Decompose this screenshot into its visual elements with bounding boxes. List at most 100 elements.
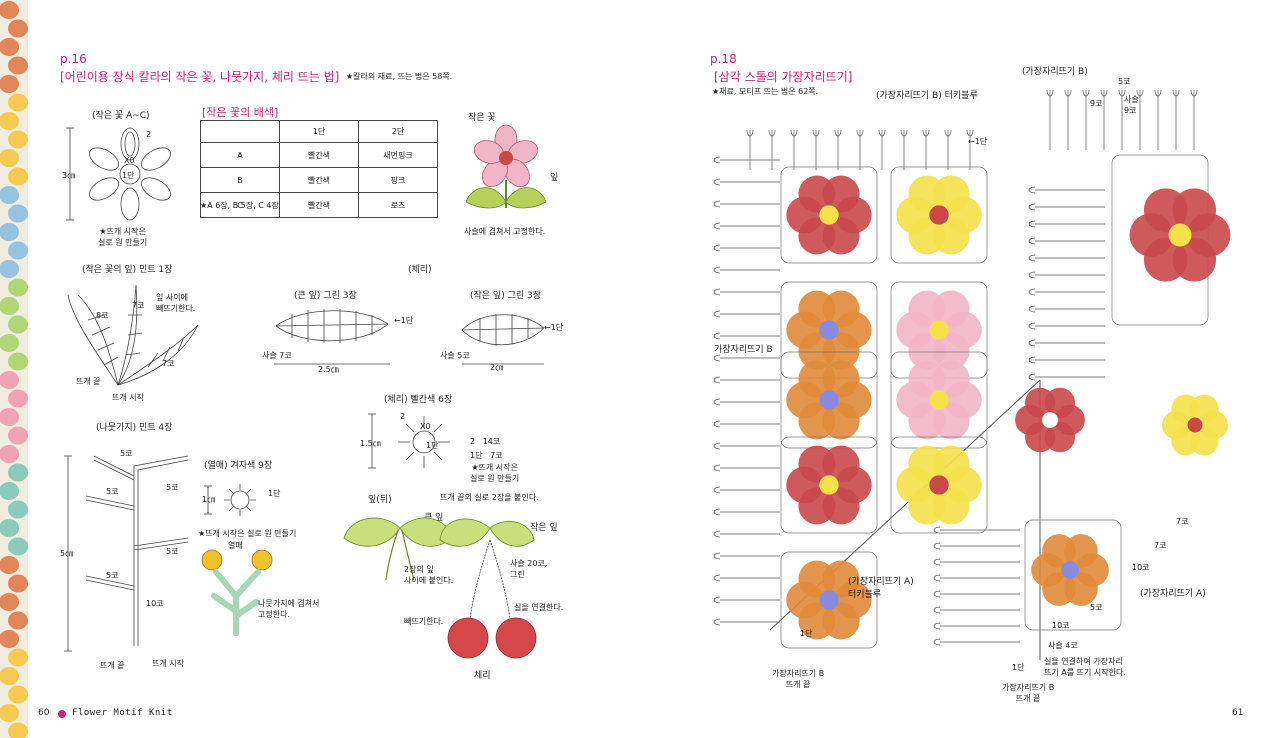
branch-label-10: 10코 xyxy=(146,599,164,608)
leaf-of-flower-chart xyxy=(67,284,199,386)
branch-label-5d: 5코 xyxy=(166,547,179,556)
color-table-header xyxy=(200,120,280,143)
berry-attach-note: 나뭇가지에 겹쳐서 고정한다. xyxy=(258,599,320,619)
edge-label-chain4: 사슬 4코 xyxy=(1048,641,1078,650)
small-flower-label-dan1: 1단 xyxy=(122,171,135,180)
table-cell: 빨간색 xyxy=(279,192,359,218)
motif-flower xyxy=(786,360,872,440)
footer-title: Flower Motif Knit xyxy=(72,708,173,718)
edge-b-label: (가장자리뜨기 B) xyxy=(1022,67,1088,77)
edge-label-5b: 5코 xyxy=(1090,603,1103,612)
branch-label-start: 뜨개 시작 xyxy=(152,659,184,668)
big-leaf-dan: ←1단 xyxy=(394,316,414,325)
big-leaf-chain: 사슬 7코 xyxy=(262,351,292,360)
branch-size: 5㎝ xyxy=(60,549,74,558)
table-row: A 빨간색 새먼핑크 xyxy=(200,142,438,168)
branch-label-5c: 5코 xyxy=(166,483,179,492)
cherry-connect: 실을 연결한다. xyxy=(514,603,564,612)
branch-label-5a: 5코 xyxy=(120,449,133,458)
edge-label-7b: 7코 xyxy=(1154,541,1167,550)
cherry-big-leaf-label: 큰 잎 xyxy=(424,513,444,523)
table-row: B 빨간색 핑크 xyxy=(200,167,438,193)
table-row: C 빨간색 로즈 xyxy=(200,192,438,218)
small-flower-label-2: 2 xyxy=(146,130,152,139)
small-flower-label-x0: X0 xyxy=(124,156,135,165)
edge-label-5: 5코 xyxy=(1118,77,1131,86)
table-cell: 빨간색 xyxy=(279,142,359,168)
cherry-note: ★뜨개 시작은 실로 원 만들기 xyxy=(470,463,520,483)
leaf-label-between: 잎 사이에 빼뜨기한다. xyxy=(156,293,196,313)
color-table-header: 2단 xyxy=(358,120,438,143)
motif-flower xyxy=(786,175,872,255)
leaf-label-8: 8코 xyxy=(96,311,109,320)
small-leaf-chain: 사슬 5코 xyxy=(440,351,470,360)
motif-flower xyxy=(896,290,982,370)
motif-flower xyxy=(786,445,872,525)
table-cell: 빨간색 xyxy=(279,167,359,193)
motif-flower xyxy=(786,290,872,370)
small-leaf-chart xyxy=(461,314,545,365)
berry-fruit-label: 열매 xyxy=(228,541,243,550)
berry-size: 1㎝ xyxy=(202,495,216,504)
cherry-section-heading: (체리) xyxy=(408,265,432,275)
table-cell: 로즈 xyxy=(358,192,438,218)
cherry-heading: (체리) 빨간색 6장 xyxy=(384,395,453,405)
left-page-ref: p.16 xyxy=(60,52,87,66)
table-cell: 새먼핑크 xyxy=(358,142,438,168)
edge-b-end-label: 가장자리뜨기 B 뜨개 끝 xyxy=(772,669,825,689)
table-cell: B xyxy=(200,167,280,193)
edge-label-10b: 10코 xyxy=(1052,621,1070,630)
cherry-two-leaves: 2장의 잎 사이에 붙인다. xyxy=(404,565,454,585)
table-cell: A xyxy=(200,142,280,168)
stole-edging-chart xyxy=(713,89,1231,660)
branch-chart xyxy=(64,455,189,652)
motif-flower xyxy=(896,360,982,440)
cherry-illustration xyxy=(343,517,537,659)
knitted-border-strip xyxy=(0,0,28,738)
leaf-label-end: 뜨개 끝 xyxy=(76,377,101,386)
leaf-of-flower-heading: (작은 꽃의 잎) 민트 1장 xyxy=(82,265,173,275)
flower-illust-note: 사슬에 겹쳐서 고정한다. xyxy=(464,227,546,236)
flower-illustration xyxy=(465,124,547,209)
edge-dan1-top: ←1단 xyxy=(968,137,988,146)
cherry-label-2: 2 xyxy=(400,412,406,421)
cherry-label-dan1: 1단 xyxy=(426,441,439,450)
berry-note: ★뜨개 시작은 실로 원 만들기 xyxy=(198,529,297,538)
berry-dan: 1단 xyxy=(268,489,281,498)
edge-a-turquoise-label: (가장자리뜨기 A) 터키블루 xyxy=(848,577,914,600)
motif-flower xyxy=(786,560,872,640)
small-flower-heading: (작은 꽃 A~C) xyxy=(92,111,150,121)
left-page-number: 60 xyxy=(38,708,50,718)
motif-flower xyxy=(1129,188,1231,282)
cherry-size: 1.5㎝ xyxy=(360,439,381,448)
right-page-number: 61 xyxy=(1232,708,1244,718)
cherry-chart xyxy=(368,413,450,469)
edge-label-9: 9코 xyxy=(1090,99,1103,108)
edge-b-left-label: 가장자리뜨기 B xyxy=(714,345,773,355)
big-leaf-width: 2.5㎝ xyxy=(318,365,339,374)
color-table-note: ★A 6장, B 5장, C 4장 xyxy=(200,201,279,210)
berry-heading: (열매) 겨자색 9장 xyxy=(204,461,273,471)
small-flower-note: ★뜨개 시작은 실로 원 만들기 xyxy=(98,227,148,247)
flower-icon xyxy=(58,710,66,718)
cherry-top-note: 뜨개 끝의 실로 2장을 붙인다. xyxy=(440,493,539,502)
right-page-title: [삼각 스톨의 가장자리뜨기] xyxy=(714,70,853,84)
left-title-note: ★칼라의 재료, 뜨는 법은 58쪽. xyxy=(346,72,453,81)
edge-dan1-bottom: 1단 xyxy=(800,629,813,638)
small-leaf-width: 2㎝ xyxy=(490,363,504,372)
leaf-label-7a: 7코 xyxy=(132,301,145,310)
edge-a-label: (가장자리뜨기 A) xyxy=(1140,589,1206,599)
edge-label-7a: 7코 xyxy=(1176,517,1189,526)
edge-b-turquoise-label: (가장자리뜨기 B) 터키블루 xyxy=(876,91,978,101)
small-leaf-heading: (작은 잎) 그린 3장 xyxy=(470,291,542,301)
right-title-note: ★재료, 모티프 뜨는 법은 62쪽. xyxy=(712,87,819,96)
table-cell: 핑크 xyxy=(358,167,438,193)
color-table-header: 1단 xyxy=(279,120,359,143)
big-leaf-chart xyxy=(274,309,390,365)
big-leaf-heading: (큰 잎) 그린 3장 xyxy=(294,291,357,301)
color-table-heading: [작은 꽃의 배색] xyxy=(202,106,279,119)
color-table-header-row: 1단 2단 xyxy=(200,120,438,143)
small-leaf-dan: ←1단 xyxy=(544,323,564,332)
color-table: 1단 2단 A 빨간색 새먼핑크 B 빨간색 핑크 C 빨간색 로즈 xyxy=(200,120,438,218)
cherry-small-leaf-label: 작은 잎 xyxy=(530,523,558,533)
